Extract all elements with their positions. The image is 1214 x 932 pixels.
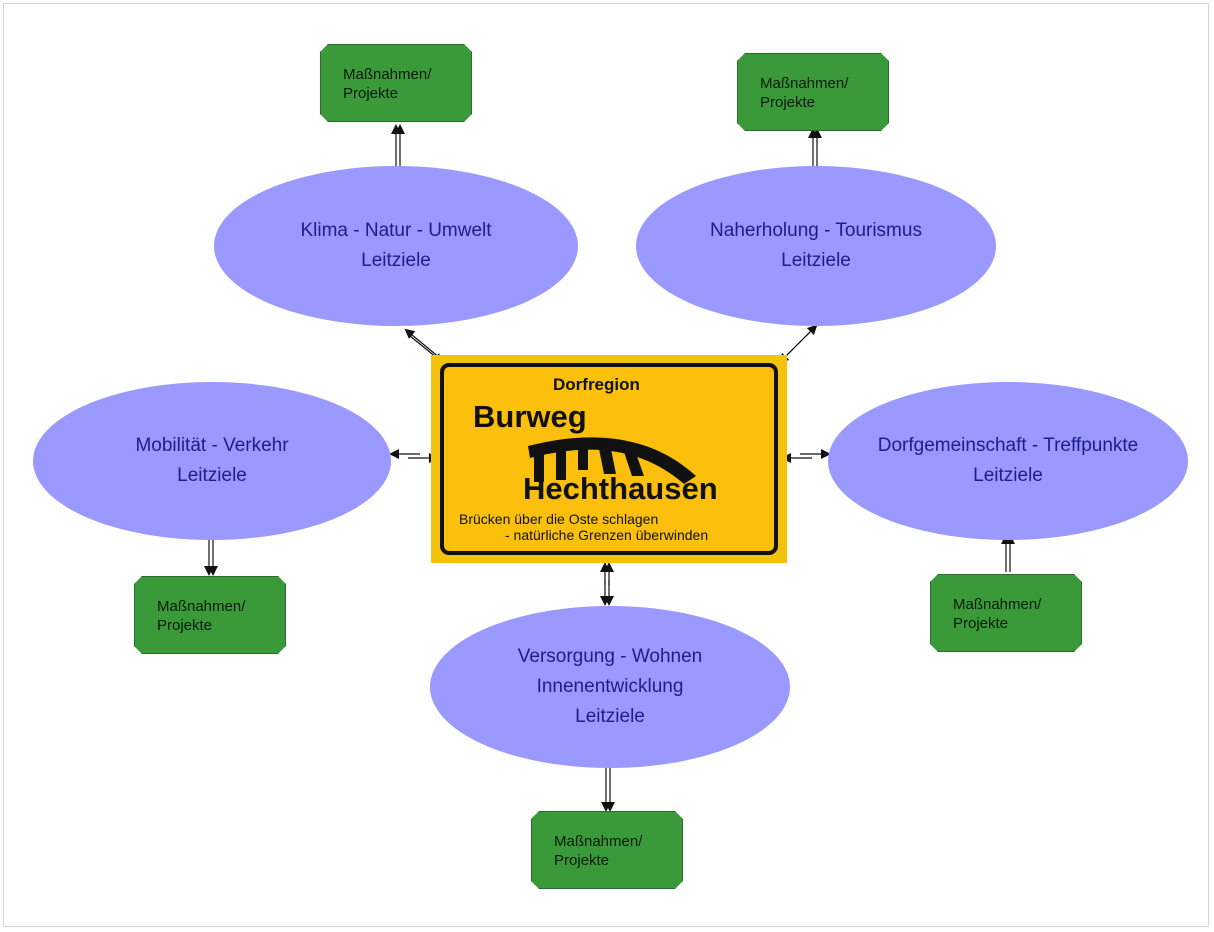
connector-naherholung-measure (808, 128, 822, 168)
connector-center-versorgung (600, 562, 614, 606)
town-sign (440, 363, 778, 555)
measure-klima-line1: Maßnahmen/ (343, 66, 432, 83)
goal-klima: Klima - Natur - Umwelt Leitziele (214, 166, 578, 326)
goal-dorfgemeinschaft-subtitle: Leitziele (973, 465, 1043, 486)
goal-naherholung-subtitle: Leitziele (781, 250, 851, 271)
measure-naherholung-line2: Projekte (760, 94, 816, 111)
goal-versorgung-subtitle: Innenentwicklung (536, 676, 684, 697)
goal-mobilitaet: Mobilität - Verkehr Leitziele (33, 382, 391, 540)
measure-klima: Maßnahmen/ Projekte (320, 44, 472, 122)
connector-mobilitaet-measure (204, 538, 218, 576)
measure-mobilitaet-line1: Maßnahmen/ (157, 598, 246, 615)
bridge-icon (528, 437, 696, 484)
diagram-frame (3, 3, 1209, 927)
sign-name-top: Burweg (473, 399, 587, 434)
connector-dorfgemeinschaft-measure (1001, 534, 1015, 572)
measure-versorgung-line2: Projekte (554, 852, 610, 869)
goal-mobilitaet-subtitle: Leitziele (177, 465, 247, 486)
sign-slogan-1: Brücken über die Oste schlagen (459, 511, 659, 527)
goal-naherholung-title: Naherholung - Tourismus (710, 220, 922, 241)
goal-mobilitaet-title: Mobilität - Verkehr (135, 435, 289, 456)
goal-dorfgemeinschaft: Dorfgemeinschaft - Treffpunkte Leitziele (828, 382, 1188, 540)
measure-naherholung: Maßnahmen/ Projekte (737, 53, 889, 131)
measure-klima-line2: Projekte (343, 85, 399, 102)
measure-mobilitaet: Maßnahmen/ Projekte (134, 576, 286, 654)
connector-klima-measure (391, 124, 405, 168)
goal-dorfgemeinschaft-title: Dorfgemeinschaft - Treffpunkte (877, 435, 1139, 456)
sign-name-bottom: Hechthausen (523, 471, 718, 506)
goal-klima-subtitle: Leitziele (361, 250, 431, 271)
measure-mobilitaet-line2: Projekte (157, 617, 213, 634)
measure-versorgung: Maßnahmen/ Projekte (531, 811, 683, 889)
measure-naherholung-line1: Maßnahmen/ (760, 75, 849, 92)
connector-dorfgemeinschaft-center (781, 449, 831, 463)
goal-versorgung-title: Versorgung - Wohnen (517, 646, 703, 667)
measure-dorfgemeinschaft-line1: Maßnahmen/ (953, 596, 1042, 613)
sign-region-label: Dorfregion (553, 375, 640, 394)
measure-dorfgemeinschaft-line2: Projekte (953, 615, 1009, 632)
measure-versorgung-line1: Maßnahmen/ (554, 833, 643, 850)
sign-slogan-2: - natürliche Grenzen überwinden (505, 527, 709, 543)
goal-klima-title: Klima - Natur - Umwelt (300, 220, 492, 241)
connector-versorgung-measure (601, 768, 615, 812)
goal-naherholung: Naherholung - Tourismus Leitziele (636, 166, 996, 326)
measure-dorfgemeinschaft: Maßnahmen/ Projekte (930, 574, 1082, 652)
goal-versorgung-label: Leitziele (575, 706, 645, 727)
goal-versorgung: Versorgung - Wohnen Innenentwicklung Lei… (430, 606, 790, 768)
